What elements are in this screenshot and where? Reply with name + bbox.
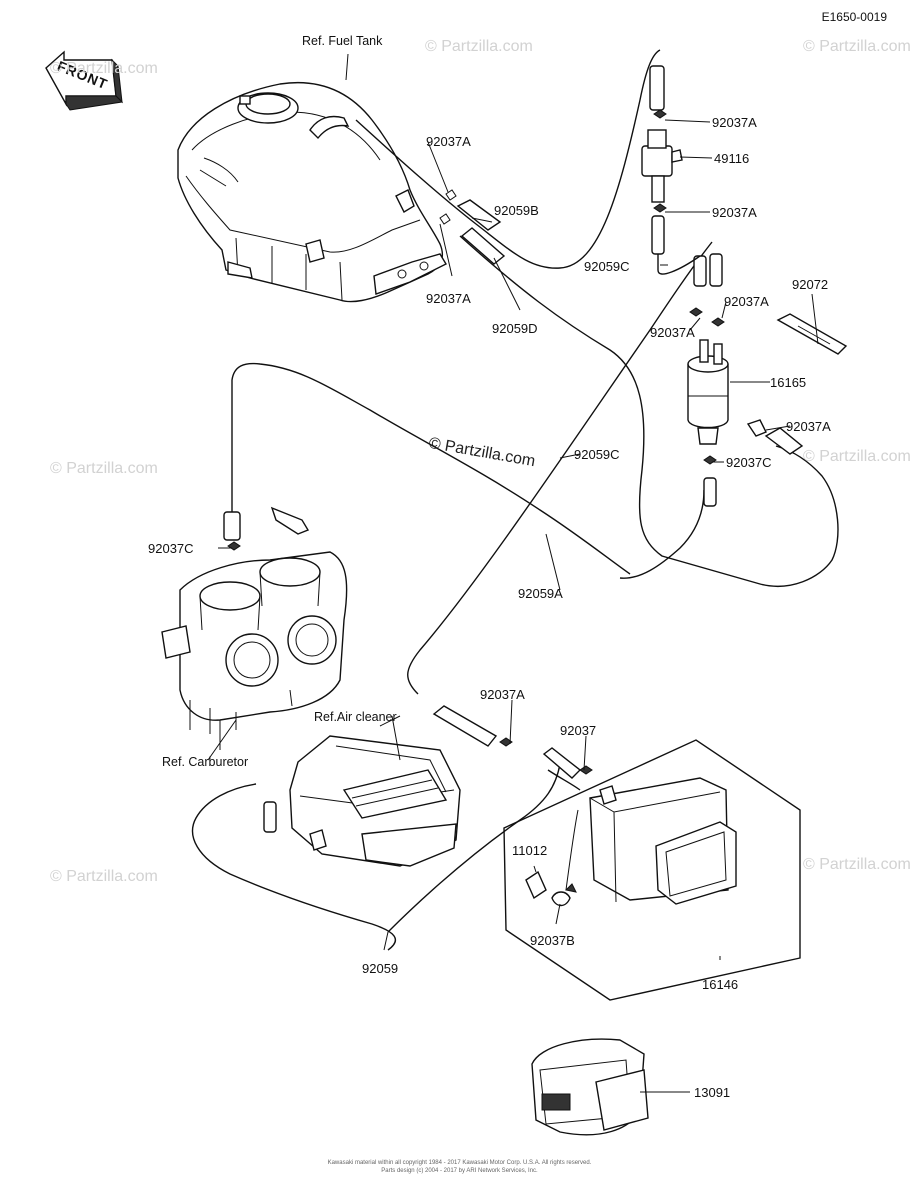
fuel-tank-drawing — [177, 81, 447, 303]
watermark: © Partzilla.com — [50, 460, 158, 477]
canister-drawing — [565, 777, 737, 905]
canister-box-16146 — [503, 739, 801, 1001]
watermark: © Partzilla.com — [803, 448, 911, 465]
label-92037A: 92037A — [712, 115, 757, 130]
label-92037A: 92037A — [426, 134, 471, 149]
clamps-92037A — [499, 109, 725, 747]
watermark: © Partzilla.com — [803, 38, 911, 55]
fuel-hoses — [191, 49, 839, 951]
label-16146: 16146 — [702, 977, 739, 992]
label-92037C: 92037C — [148, 541, 194, 556]
pipe-segments-upper — [649, 65, 723, 287]
leader-lines — [207, 53, 819, 1093]
pipe-segment-filter — [703, 477, 717, 507]
label-92037A: 92037A — [480, 687, 525, 702]
label-92037A: 92037A — [724, 294, 769, 309]
fuel-valve-49116 — [641, 129, 683, 203]
label-16165: 16165 — [770, 375, 807, 390]
clamp-92037C — [703, 455, 717, 465]
air-cleaner-drawing — [263, 715, 461, 867]
label-92037A: 92037A — [426, 291, 471, 306]
watermark: © Partzilla.com — [50, 60, 158, 77]
label-ref-fuel-tank: Ref. Fuel Tank — [302, 34, 383, 48]
label-92059A: 92059A — [518, 586, 563, 601]
footer-parts-design: Parts design (c) 2004 - 2017 by ARI Netw… — [381, 1168, 538, 1174]
bracket-92072 — [776, 313, 848, 355]
small-parts-11012-92037B — [525, 870, 577, 907]
hose-pieces-right — [746, 419, 804, 455]
cover-13091 — [531, 1038, 649, 1136]
label-ref-carburetor: Ref. Carburetor — [162, 755, 249, 769]
label-92059C: 92059C — [574, 447, 620, 462]
label-92059D: 92059D — [492, 321, 538, 336]
label-92037A: 92037A — [650, 325, 695, 340]
watermark: © Partzilla.com — [425, 38, 533, 55]
hose-pieces-top — [439, 189, 506, 265]
hose-pieces-lower — [432, 705, 593, 779]
front-arrow-icon — [45, 50, 124, 111]
label-92059: 92059 — [362, 961, 399, 976]
label-13091: 13091 — [694, 1085, 731, 1100]
carburetor-drawing — [161, 506, 348, 750]
watermark: © Partzilla.com — [803, 856, 911, 873]
label-92072: 92072 — [792, 277, 829, 292]
label-92059C: 92059C — [584, 259, 630, 274]
label-92037A: 92037A — [786, 419, 831, 434]
label-49116: 49116 — [714, 151, 750, 166]
footer-copyright: Kawasaki material within all copyright 1… — [327, 1160, 592, 1166]
fuel-filter-16165 — [687, 339, 729, 445]
label-92037A: 92037A — [712, 205, 757, 220]
watermark: © Partzilla.com — [50, 868, 158, 885]
label-ref-air-cleaner: Ref.Air cleaner — [314, 710, 397, 724]
label-92059B: 92059B — [494, 203, 539, 218]
label-92037B: 92037B — [530, 933, 575, 948]
label-92037C: 92037C — [726, 455, 772, 470]
label-11012: 11012 — [512, 843, 548, 858]
label-92037: 92037 — [560, 723, 597, 738]
diagram-code: E1650-0019 — [821, 10, 887, 24]
